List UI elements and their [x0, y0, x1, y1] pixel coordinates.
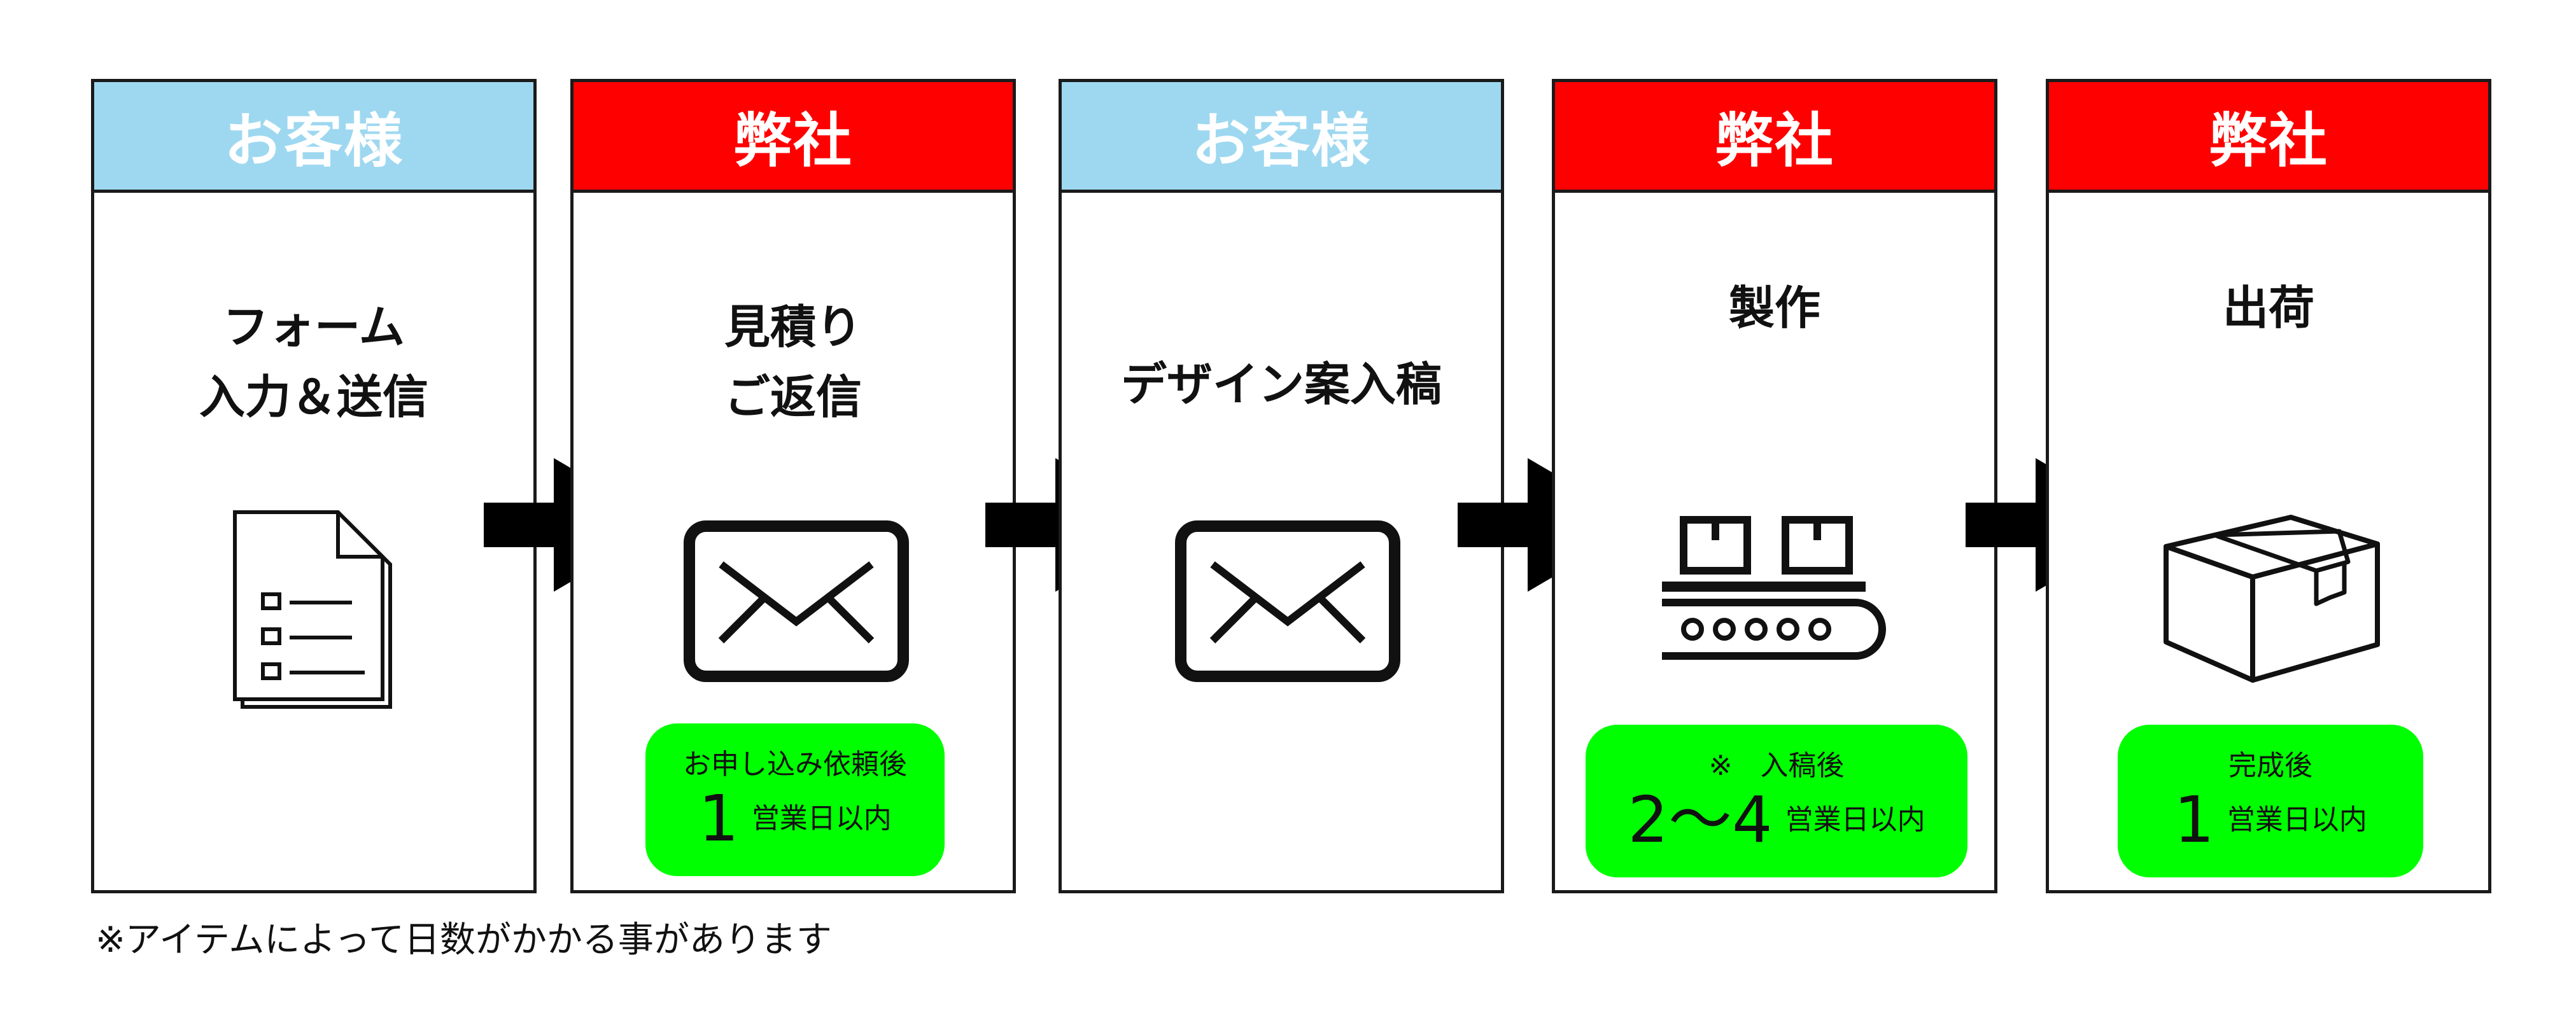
step-2-title-line-2: ご返信 — [724, 370, 862, 424]
mail-envelope-icon — [1175, 520, 1400, 682]
step-2-lead-time-badge: お申し込み依頼後 1 営業日以内 — [645, 723, 945, 876]
step-5-badge-unit: 営業日以内 — [2227, 804, 2367, 836]
step-5-lead-time-badge: 完成後 1 営業日以内 — [2118, 725, 2423, 877]
step-1-title-line-1: フォーム — [223, 300, 405, 354]
step-1-header: お客様 — [94, 82, 533, 193]
shipping-box-icon — [2164, 515, 2380, 683]
step-4-lead-time-badge: ※ 入稿後 2～4 営業日以内 — [1586, 725, 1967, 877]
step-1-title: フォーム 入力＆送信 — [94, 292, 533, 432]
step-4-header-label: 弊社 — [1714, 107, 1834, 175]
step-2-title-line-1: 見積り — [724, 300, 862, 354]
step-4-header: 弊社 — [1555, 82, 1994, 193]
step-4-card: 弊社 製作 ※ 入稿後 2～4 営業日以内 — [1552, 79, 1997, 893]
step-4-badge-caption: ※ 入稿後 — [1708, 750, 1845, 782]
step-3-header: お客様 — [1062, 82, 1501, 193]
step-3-title-line-1: デザイン案入稿 — [1120, 358, 1442, 411]
mail-envelope-icon — [684, 520, 909, 682]
step-4-badge-duration: 2～4 営業日以内 — [1628, 785, 1925, 855]
step-3-header-label: お客様 — [1191, 107, 1371, 175]
step-2-title: 見積り ご返信 — [574, 292, 1013, 432]
step-5-badge-duration: 1 営業日以内 — [2174, 785, 2367, 855]
step-2-card: 弊社 見積り ご返信 お申し込み依頼後 1 営業日以内 — [570, 79, 1016, 893]
step-5-header: 弊社 — [2049, 82, 2488, 193]
step-2-badge-duration: 1 営業日以内 — [698, 784, 892, 854]
step-1-title-line-2: 入力＆送信 — [199, 370, 428, 424]
step-2-badge-days: 1 — [698, 781, 739, 856]
step-5-badge-caption: 完成後 — [2228, 750, 2312, 782]
step-1-card: お客様 フォーム 入力＆送信 — [91, 79, 537, 893]
step-5-title: 出荷 — [2049, 273, 2488, 343]
footnote: ※アイテムによって日数がかかる事があります — [95, 919, 832, 961]
step-4-badge-unit: 営業日以内 — [1785, 804, 1925, 836]
step-4-title: 製作 — [1555, 273, 1994, 343]
step-1-header-label: お客様 — [223, 107, 404, 175]
document-form-icon — [233, 510, 392, 709]
step-4-title-line-1: 製作 — [1728, 281, 1820, 335]
conveyor-belt-icon — [1662, 516, 1886, 660]
step-5-card: 弊社 出荷 完成後 1 営業日以内 — [2046, 79, 2491, 893]
step-3-title: デザイン案入稿 — [1062, 349, 1501, 419]
step-2-badge-caption: お申し込み依頼後 — [683, 748, 907, 781]
step-2-header-label: 弊社 — [733, 107, 853, 175]
step-5-title-line-1: 出荷 — [2222, 281, 2314, 335]
step-2-header: 弊社 — [574, 82, 1013, 193]
step-4-badge-days: 2～4 — [1628, 783, 1773, 857]
step-5-badge-days: 1 — [2174, 783, 2214, 857]
step-5-header-label: 弊社 — [2208, 107, 2328, 175]
step-3-card: お客様 デザイン案入稿 — [1059, 79, 1504, 893]
step-2-badge-unit: 営業日以内 — [751, 802, 892, 835]
